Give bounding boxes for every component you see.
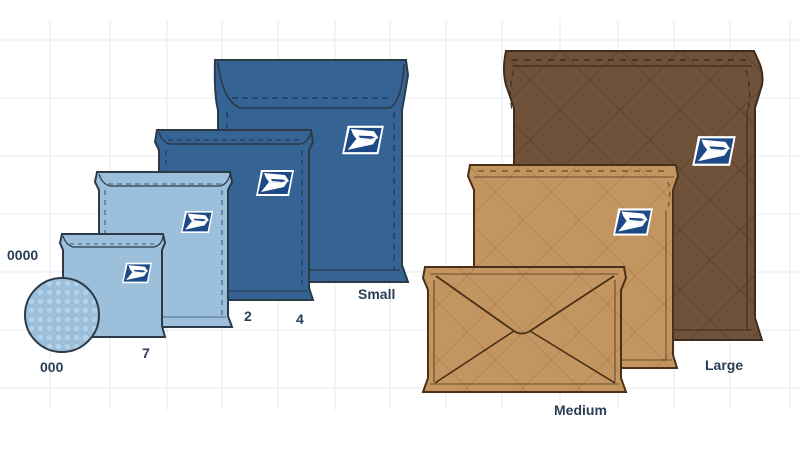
size-label-4: 4 (296, 311, 304, 327)
size-label-medium: Medium (554, 402, 607, 418)
usps-logo-icon (342, 125, 384, 155)
envelope-medium-flap (421, 266, 628, 393)
usps-logo-icon (613, 208, 653, 236)
size-label-0000: 0000 (7, 247, 39, 263)
size-label-large: Large (705, 357, 744, 373)
size-label-7: 7 (142, 345, 150, 361)
bubble-wrap-swatch (24, 277, 100, 353)
usps-logo-icon (692, 136, 736, 166)
usps-logo-icon (122, 262, 152, 284)
size-label-000: 000 (40, 359, 64, 375)
size-label-small: Small (358, 286, 396, 302)
usps-logo-icon (180, 210, 214, 234)
size-label-2: 2 (244, 308, 252, 324)
usps-logo-icon (256, 170, 294, 196)
